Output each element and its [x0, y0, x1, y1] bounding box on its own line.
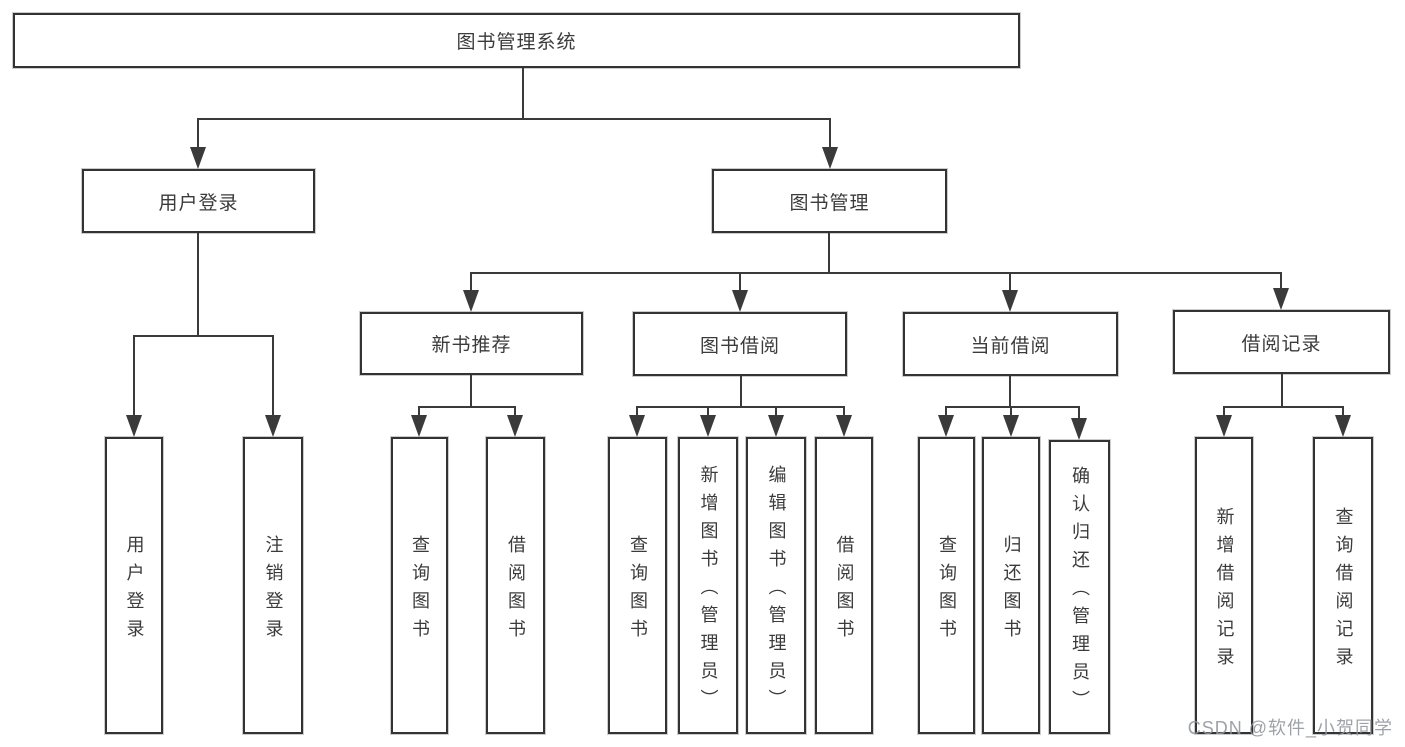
- leaf-user-login: 用户登录: [105, 437, 163, 734]
- leaf-add-books-admin: 新增图书（管理员）: [678, 437, 738, 734]
- node-label: 注销登录: [263, 534, 284, 647]
- connector-drop-user-login: [197, 118, 199, 151]
- connector-drop-book-mgmt: [829, 118, 831, 151]
- leaf-borrow-books-recommend: 借阅图书: [486, 437, 545, 734]
- connector-rail: [1223, 406, 1344, 408]
- connector-rail: [636, 406, 845, 408]
- arrow-down-icon: [265, 415, 281, 437]
- arrow-down-icon: [629, 415, 645, 437]
- arrow-down-icon: [1273, 288, 1289, 310]
- arrow-down-icon: [732, 290, 748, 312]
- arrow-down-icon: [1216, 415, 1232, 437]
- connector-root-stub: [522, 68, 524, 120]
- node-label: 用户登录: [124, 534, 145, 647]
- arrow-down-icon: [700, 415, 716, 437]
- node-label: 查询图书: [409, 534, 430, 647]
- connector-drop: [418, 406, 420, 418]
- node-label: 新增图书（管理员）: [698, 464, 719, 717]
- leaf-confirm-return-admin: 确认归还（管理员）: [1049, 440, 1110, 734]
- node-label: 图书借阅: [699, 335, 780, 357]
- node-label: 用户登录: [158, 192, 239, 214]
- connector-user-login-stub: [197, 233, 199, 337]
- node-label: 归还图书: [1001, 534, 1022, 647]
- connector-drop: [707, 406, 709, 418]
- leaf-query-books-borrowing: 查询图书: [608, 437, 667, 734]
- connector-drop: [945, 406, 947, 418]
- connector-drop: [272, 335, 274, 417]
- connector-book-mgmt-stub: [828, 233, 830, 274]
- arrow-down-icon: [1335, 415, 1351, 437]
- node-label: 查询图书: [936, 534, 957, 647]
- connector-book-mgmt-rail: [470, 272, 1282, 274]
- arrow-down-icon: [190, 147, 206, 169]
- arrow-down-icon: [463, 290, 479, 312]
- connector-drop: [739, 272, 741, 292]
- node-label: 借阅图书: [834, 534, 855, 647]
- node-book-borrowing: 图书借阅: [633, 312, 847, 376]
- connector-root-rail: [197, 118, 831, 120]
- arrow-down-icon: [822, 147, 838, 169]
- connector-user-login-rail: [133, 335, 274, 337]
- connector-drop: [843, 406, 845, 418]
- node-label: 确认归还（管理员）: [1069, 466, 1090, 718]
- arrow-down-icon: [1002, 290, 1018, 312]
- arrow-down-icon: [411, 415, 427, 437]
- connector-rail: [945, 406, 1080, 408]
- connector-stub: [1009, 376, 1011, 408]
- connector-drop: [1078, 406, 1080, 420]
- connector-drop: [636, 406, 638, 418]
- arrow-down-icon: [126, 415, 142, 437]
- connector-drop: [133, 335, 135, 417]
- connector-drop: [1223, 406, 1225, 418]
- connector-drop: [470, 272, 472, 292]
- leaf-borrow-books: 借阅图书: [815, 437, 873, 734]
- leaf-query-borrow-record: 查询借阅记录: [1313, 437, 1373, 734]
- node-current-borrowing: 当前借阅: [903, 312, 1118, 376]
- node-borrowing-records: 借阅记录: [1173, 310, 1390, 374]
- connector-drop: [514, 406, 516, 418]
- leaf-query-books-recommend: 查询图书: [391, 437, 448, 734]
- connector-drop: [1009, 272, 1011, 292]
- connector-drop: [1342, 406, 1344, 418]
- arrow-down-icon: [1071, 418, 1087, 440]
- leaf-return-books: 归还图书: [982, 437, 1040, 734]
- node-label: 借阅图书: [505, 534, 526, 647]
- node-label: 查询图书: [627, 534, 648, 647]
- connector-drop: [775, 406, 777, 418]
- node-label: 图书管理系统: [456, 32, 577, 53]
- node-root-system: 图书管理系统: [13, 13, 1020, 68]
- arrow-down-icon: [1003, 415, 1019, 437]
- arrow-down-icon: [768, 415, 784, 437]
- arrow-down-icon: [507, 415, 523, 437]
- node-label: 新增借阅记录: [1214, 506, 1235, 675]
- connector-drop: [1010, 406, 1012, 418]
- leaf-logout: 注销登录: [243, 437, 303, 734]
- connector-stub: [740, 376, 742, 408]
- arrow-down-icon: [836, 415, 852, 437]
- csdn-watermark: CSDN @软件_小贺同学: [1187, 718, 1393, 738]
- leaf-query-books-current: 查询图书: [918, 437, 975, 734]
- node-label: 编辑图书（管理员）: [766, 464, 787, 717]
- node-label: 查询借阅记录: [1333, 506, 1354, 675]
- connector-stub: [470, 375, 472, 408]
- node-new-book-recommend: 新书推荐: [360, 312, 583, 375]
- connector-drop: [1280, 272, 1282, 290]
- node-user-login: 用户登录: [82, 169, 315, 233]
- connector-stub: [1281, 374, 1283, 408]
- node-label: 当前借阅: [970, 335, 1051, 357]
- leaf-add-borrow-record: 新增借阅记录: [1195, 437, 1253, 734]
- node-label: 新书推荐: [431, 335, 512, 356]
- node-book-management: 图书管理: [712, 169, 947, 233]
- node-label: 图书管理: [789, 192, 870, 214]
- connector-rail: [418, 406, 516, 408]
- node-label: 借阅记录: [1241, 333, 1322, 355]
- leaf-edit-books-admin: 编辑图书（管理员）: [746, 437, 806, 734]
- arrow-down-icon: [938, 415, 954, 437]
